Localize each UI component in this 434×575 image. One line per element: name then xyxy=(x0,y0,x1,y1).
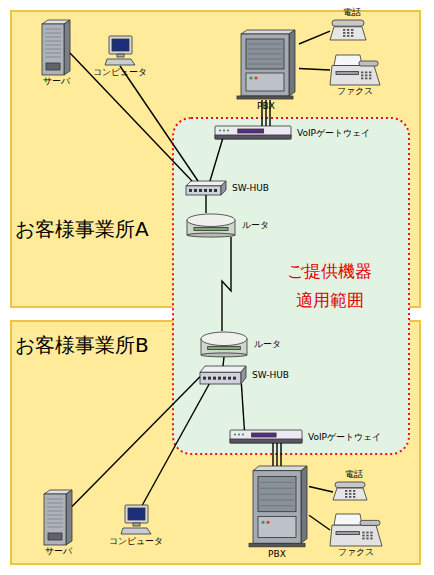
scope-label: ご提供機器 適用範囲 xyxy=(283,257,377,315)
voip-gateway-icon: VoIPゲートウェイ xyxy=(215,126,291,139)
network-link xyxy=(241,384,244,430)
network-link xyxy=(299,31,330,44)
device-label: ファクス xyxy=(337,86,373,96)
phone-icon: 電話 xyxy=(330,18,366,40)
fax-icon xyxy=(330,55,380,85)
network-link xyxy=(210,139,223,181)
computer-icon xyxy=(104,36,136,66)
device-label: コンピュータ xyxy=(93,67,147,77)
server-icon: サーバ xyxy=(42,20,70,75)
device-label: VoIPゲートウェイ xyxy=(308,431,381,441)
pbx-icon: PBX xyxy=(245,466,309,548)
server-icon xyxy=(44,490,72,545)
computer-icon xyxy=(120,505,152,535)
switch-hub-icon: SW-HUB xyxy=(200,366,246,384)
network-link xyxy=(299,69,330,71)
site-name: お客様事業所A xyxy=(15,218,149,241)
server-icon: サーバ xyxy=(44,490,72,545)
voip-gateway-icon xyxy=(230,430,302,443)
network-link xyxy=(70,53,192,181)
device-label: サーバ xyxy=(45,546,72,556)
network-link xyxy=(262,100,270,126)
device-label: SW-HUB xyxy=(252,370,289,380)
fax-icon: ファクス xyxy=(330,514,382,546)
router-icon: ルータ xyxy=(186,213,236,237)
network-link xyxy=(223,357,224,366)
computer-icon: コンピュータ xyxy=(120,505,152,535)
device-label: 電話 xyxy=(343,7,361,17)
site-name: お客様事業所B xyxy=(15,334,149,357)
device-label: ルータ xyxy=(242,220,269,230)
phone-icon xyxy=(330,18,366,40)
network-link xyxy=(72,377,200,507)
fax-icon: ファクス xyxy=(330,55,380,85)
device-label: ファクス xyxy=(338,547,374,557)
switch-hub-icon xyxy=(200,366,246,384)
device-label: VoIPゲートウェイ xyxy=(297,127,370,137)
network-link xyxy=(222,237,231,331)
device-label: サーバ xyxy=(43,76,70,86)
switch-hub-icon xyxy=(186,181,226,195)
device-label: ルータ xyxy=(254,339,281,349)
computer-icon: コンピュータ xyxy=(104,36,136,66)
router-icon xyxy=(200,331,248,357)
voip-gateway-icon xyxy=(215,126,291,139)
device-label: PBX xyxy=(268,549,286,559)
device-label: SW-HUB xyxy=(232,183,269,193)
network-link xyxy=(205,195,206,213)
pbx-icon xyxy=(245,466,309,548)
scope-area: VoIPゲートウェイSW-HUBルータルータSW-HUBVoIPゲートウェイご提… xyxy=(172,117,410,455)
pbx-icon xyxy=(233,30,299,100)
fax-icon xyxy=(330,514,382,546)
scope-outline xyxy=(172,117,410,455)
router-icon xyxy=(186,213,236,237)
switch-hub-icon: SW-HUB xyxy=(186,181,226,195)
server-icon xyxy=(42,20,70,75)
voip-gateway-icon: VoIPゲートウェイ xyxy=(230,430,302,443)
router-icon: ルータ xyxy=(200,331,248,357)
network-link xyxy=(142,384,209,505)
phone-icon xyxy=(333,480,367,500)
phone-icon: 電話 xyxy=(333,480,367,500)
network-link xyxy=(309,515,330,530)
pbx-icon: PBX xyxy=(233,30,299,100)
network-link xyxy=(309,487,333,493)
device-label: コンピュータ xyxy=(109,536,163,546)
device-label: 電話 xyxy=(345,469,363,479)
network-link xyxy=(120,66,198,181)
network-link xyxy=(273,443,281,466)
device-label: PBX xyxy=(257,101,275,111)
